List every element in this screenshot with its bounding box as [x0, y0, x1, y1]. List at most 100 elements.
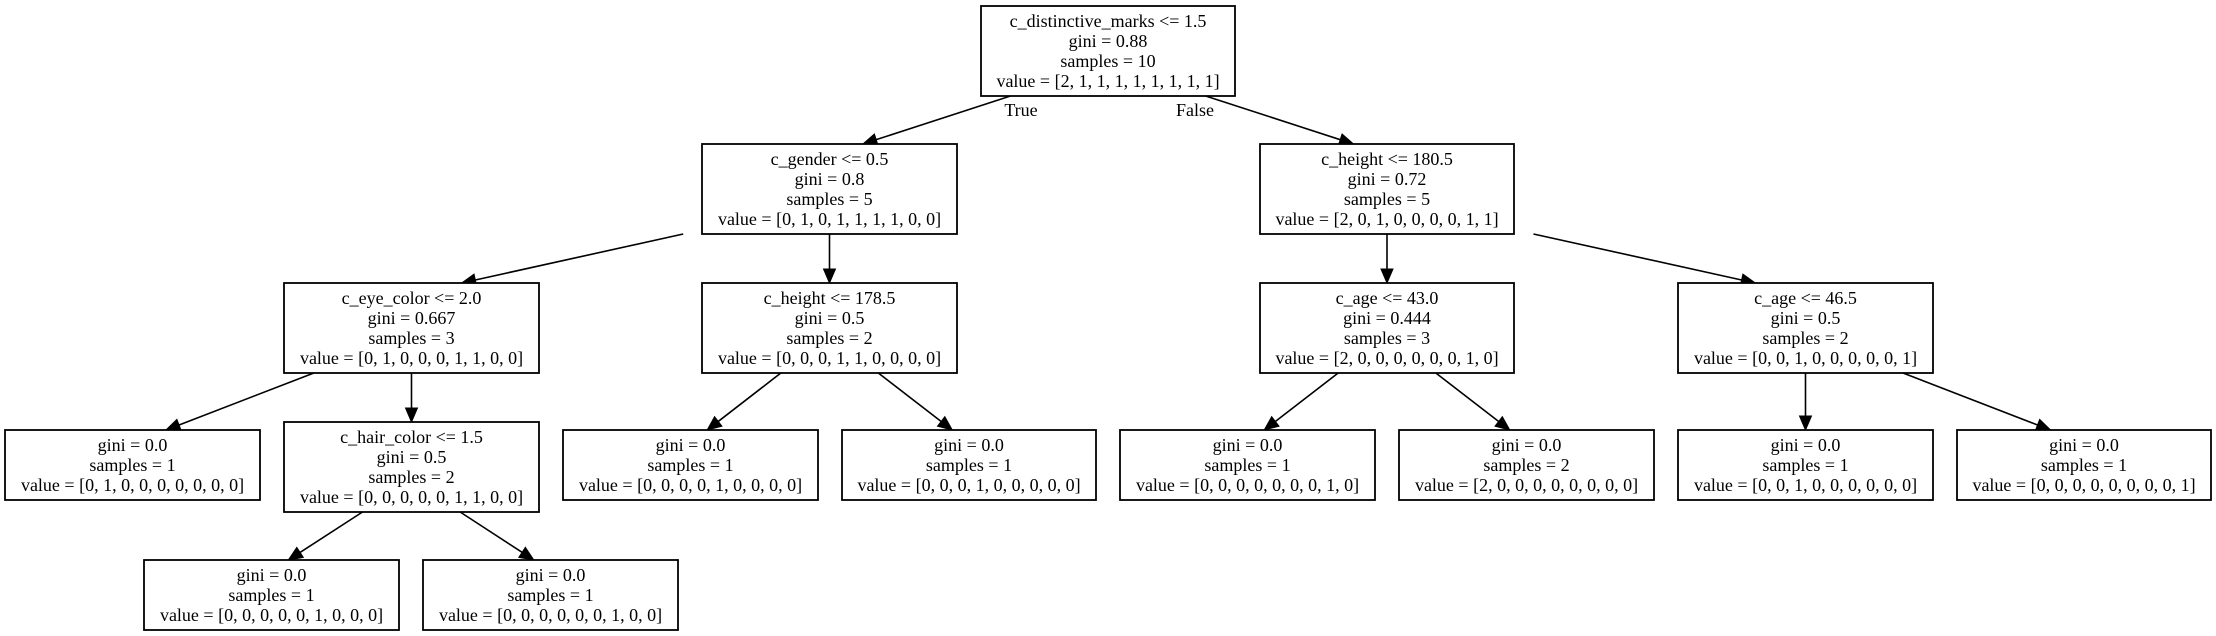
tree-node-line: gini = 0.0 [1492, 435, 1562, 455]
tree-node-line: gini = 0.88 [1069, 31, 1148, 51]
tree-edge-arrowhead [404, 407, 419, 424]
edges-layer: True False [164, 95, 2052, 561]
tree-node-line: gini = 0.0 [516, 565, 586, 585]
tree-edge-arrowhead [517, 546, 535, 561]
tree-node-line: samples = 1 [926, 455, 1012, 475]
tree-edge-label: False [1176, 100, 1214, 120]
tree-edge-arrowhead [2034, 418, 2052, 432]
tree-edge-label: True [1004, 100, 1037, 120]
tree-node-line: value = [0, 0, 0, 0, 0, 1, 1, 0, 0] [300, 487, 523, 507]
tree-node-line: samples = 5 [786, 189, 872, 209]
tree-node-line: value = [0, 0, 0, 1, 0, 0, 0, 0, 0] [857, 475, 1080, 495]
tree-node-box [143, 559, 400, 631]
tree-node-line: value = [0, 0, 0, 0, 0, 0, 0, 1, 0] [1136, 475, 1359, 495]
tree-node-line: c_height <= 178.5 [764, 288, 896, 308]
tree-node-line: value = [0, 1, 0, 0, 0, 0, 0, 0, 0] [21, 475, 244, 495]
tree-node-box [283, 421, 540, 513]
tree-node-line: samples = 2 [368, 467, 454, 487]
tree-node-line: gini = 0.8 [795, 169, 865, 189]
tree-node-box [1956, 429, 2212, 501]
tree-node-box [283, 282, 540, 374]
tree-node-line: samples = 3 [1344, 328, 1430, 348]
tree-node-line: value = [0, 1, 0, 1, 1, 1, 1, 0, 0] [718, 209, 941, 229]
tree-node-line: value = [0, 0, 1, 0, 0, 0, 0, 0, 1] [1694, 348, 1917, 368]
tree-edge [1435, 372, 1500, 423]
tree-edge [1205, 95, 1341, 141]
tree-node-line: value = [0, 0, 0, 0, 0, 1, 0, 0, 0] [160, 605, 383, 625]
tree-node-line: samples = 1 [1204, 455, 1290, 475]
tree-edge-arrowhead [1263, 415, 1280, 431]
tree-edge [178, 372, 315, 426]
tree-edge-arrowhead [822, 268, 837, 285]
tree-edge [459, 511, 523, 554]
tree-node-line: value = [0, 0, 0, 1, 1, 0, 0, 0, 0] [718, 348, 941, 368]
tree-node-line: gini = 0.0 [934, 435, 1004, 455]
tree-node-line: samples = 10 [1060, 51, 1155, 71]
tree-node-box [701, 143, 958, 235]
tree-node-line: value = [0, 0, 0, 0, 0, 0, 1, 0, 0] [439, 605, 662, 625]
tree-node-line: samples = 3 [368, 328, 454, 348]
tree-node-line: gini = 0.72 [1348, 169, 1427, 189]
tree-node-line: value = [2, 0, 0, 0, 0, 0, 0, 0, 0] [1415, 475, 1638, 495]
tree-node-box [701, 282, 958, 374]
tree-node-box [841, 429, 1097, 501]
tree-edge-arrowhead [164, 418, 182, 432]
tree-node-line: gini = 0.444 [1343, 308, 1431, 328]
tree-edge [877, 372, 942, 423]
tree-edge-arrowhead [1380, 268, 1394, 285]
tree-node-line: gini = 0.5 [1771, 308, 1841, 328]
tree-node-line: value = [0, 0, 0, 0, 1, 0, 0, 0, 0] [579, 475, 802, 495]
tree-node-line: samples = 1 [1762, 455, 1848, 475]
tree-node-line: samples = 1 [507, 585, 593, 605]
tree-node-line: c_age <= 43.0 [1336, 288, 1439, 308]
tree-node-line: gini = 0.667 [368, 308, 456, 328]
tree-node-line: c_height <= 180.5 [1321, 149, 1453, 169]
tree-node-line: gini = 0.0 [1213, 435, 1283, 455]
tree-node-box [562, 429, 819, 501]
tree-edge [717, 372, 782, 423]
tree-node-box [1259, 282, 1515, 374]
tree-node-line: c_hair_color <= 1.5 [340, 427, 483, 447]
tree-node-box [1677, 282, 1934, 374]
tree-node-box [980, 5, 1236, 97]
tree-node-line: c_gender <= 0.5 [771, 149, 889, 169]
tree-node-line: gini = 0.0 [237, 565, 307, 585]
tree-node-line: gini = 0.0 [656, 435, 726, 455]
tree-node-line: value = [0, 0, 0, 0, 0, 0, 0, 0, 1] [1972, 475, 2195, 495]
tree-node-box [1398, 429, 1655, 501]
tree-edge [1902, 372, 2038, 426]
tree-node-line: c_age <= 46.5 [1754, 288, 1857, 308]
tree-edge [475, 233, 684, 281]
tree-node-line: c_eye_color <= 2.0 [342, 288, 482, 308]
tree-node-line: value = [2, 0, 0, 0, 0, 0, 0, 1, 0] [1275, 348, 1498, 368]
tree-edge-arrowhead [287, 546, 305, 561]
tree-node-line: samples = 2 [1483, 455, 1569, 475]
tree-node-box [1259, 143, 1515, 235]
tree-edge-arrowhead [936, 415, 954, 431]
tree-node-line: gini = 0.0 [98, 435, 168, 455]
tree-node-box [4, 429, 261, 501]
tree-node-line: value = [2, 1, 1, 1, 1, 1, 1, 1, 1] [996, 71, 1219, 91]
tree-node-line: value = [0, 1, 0, 0, 0, 1, 1, 0, 0] [300, 348, 523, 368]
tree-node-line: samples = 5 [1344, 189, 1430, 209]
tree-edge-arrowhead [1798, 415, 1813, 432]
tree-edge [1274, 372, 1339, 423]
